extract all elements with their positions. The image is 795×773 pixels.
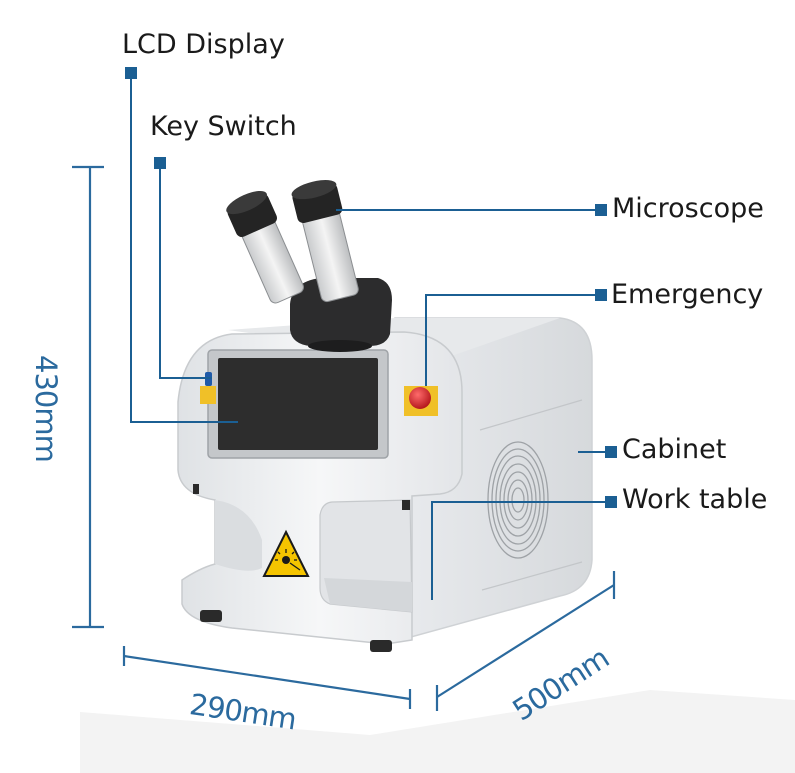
microscope: [226, 180, 392, 352]
work-table-leader: [431, 501, 609, 600]
key-switch-leader: [159, 167, 212, 379]
microscope-marker: [595, 204, 607, 216]
laser-warning-icon: [262, 529, 310, 577]
label-microscope: Microscope: [612, 193, 764, 224]
side-panel-seam-lower: [481, 561, 583, 591]
lcd-display-marker: [125, 67, 137, 79]
key-switch-marker: [154, 157, 166, 169]
foot: [402, 500, 410, 510]
key-switch-plate: [200, 386, 216, 404]
vent-grill: [487, 441, 549, 559]
side-panel-seam: [479, 399, 583, 431]
callout-markers: [125, 67, 617, 508]
emergency-stop-icon: [409, 387, 431, 409]
emergency-marker: [595, 289, 607, 301]
work-table-marker: [605, 496, 617, 508]
laser-welding-machine: [177, 180, 593, 652]
depth-dimension-line: [436, 584, 615, 698]
lcd-display-leader: [130, 79, 238, 423]
callouts: [130, 79, 609, 600]
foot: [193, 484, 199, 494]
floor-reflection: [80, 690, 795, 773]
work-table-surface: [324, 578, 412, 612]
label-work-table: Work table: [622, 484, 768, 515]
left-arch: [215, 500, 262, 571]
foot: [370, 640, 392, 652]
label-key-switch: Key Switch: [150, 111, 297, 142]
width-dimension-line: [123, 654, 411, 701]
label-emergency: Emergency: [611, 279, 764, 310]
label-cabinet: Cabinet: [622, 434, 727, 465]
dimension-lines: [72, 165, 616, 711]
lcd-screen: [218, 358, 378, 450]
label-lcd-display: LCD Display: [122, 29, 285, 60]
dimension-height: 430mm: [29, 355, 63, 462]
foot: [200, 610, 222, 622]
cabinet-marker: [605, 446, 617, 458]
emergency-leader: [425, 294, 597, 386]
